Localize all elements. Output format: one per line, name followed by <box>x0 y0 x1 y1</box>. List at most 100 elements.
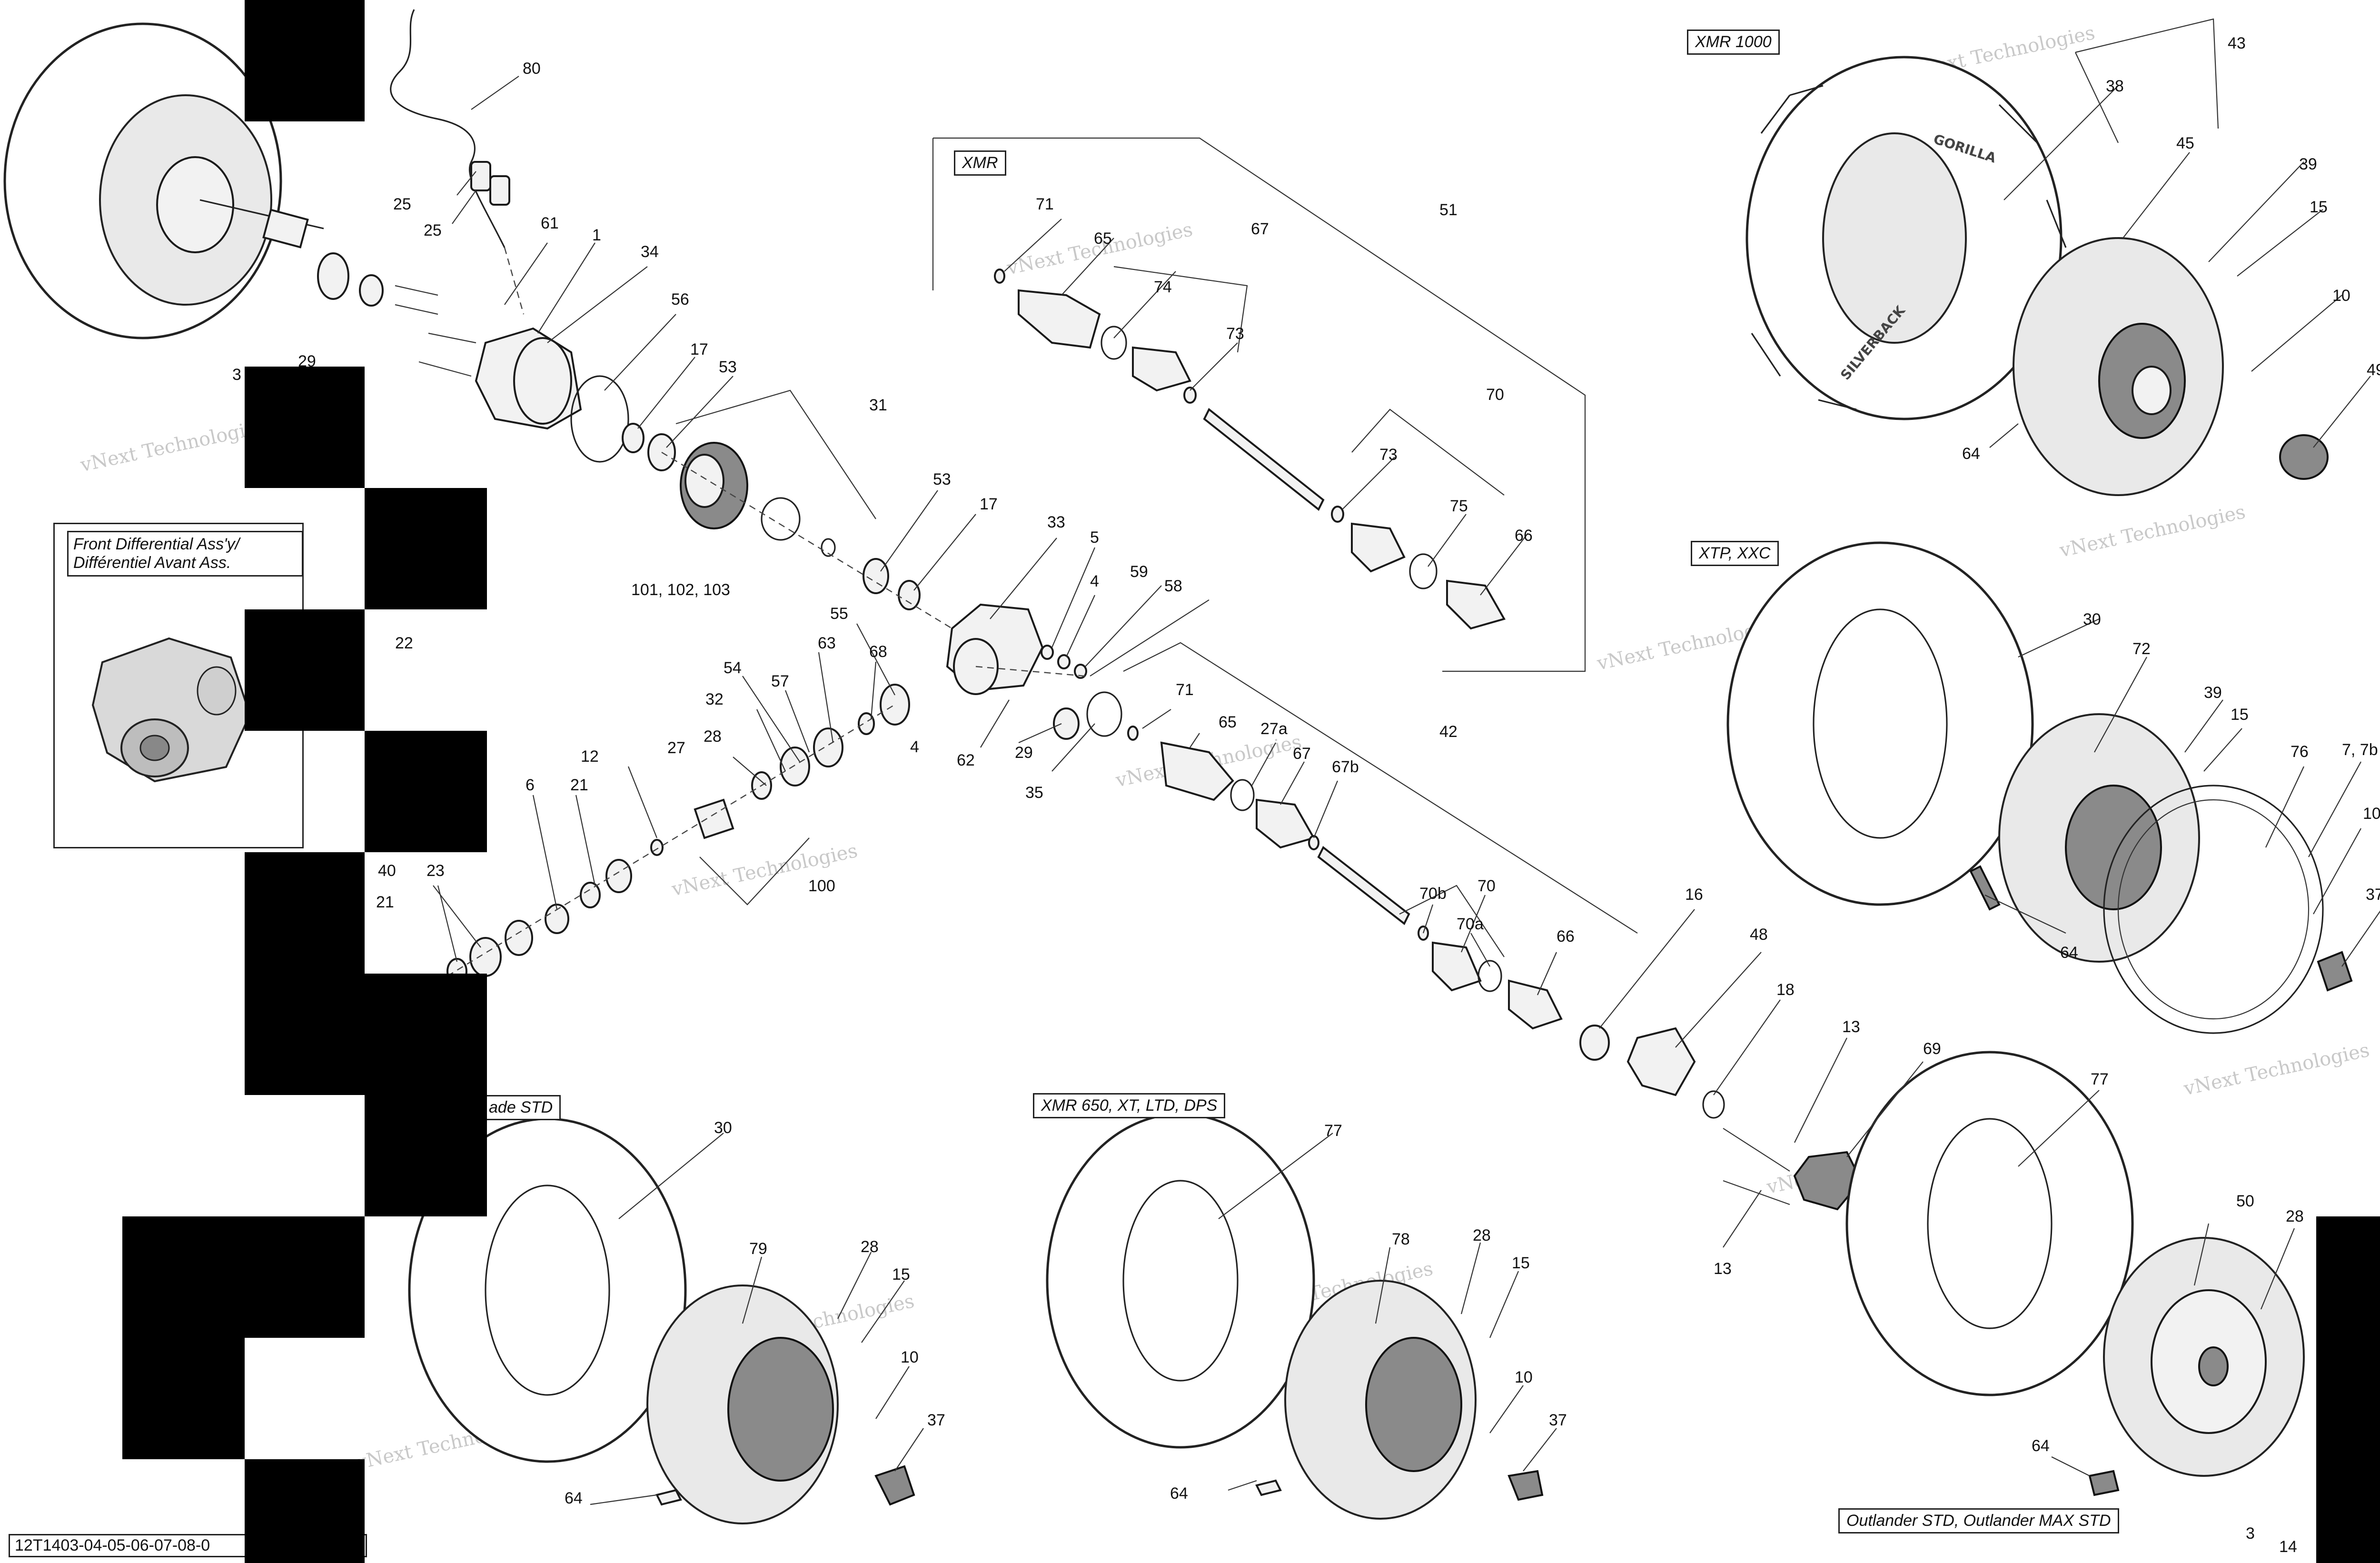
callout-15d: 15 <box>1512 1254 1530 1272</box>
watermark-text: vNext Technologies <box>78 416 268 477</box>
occlusion-block <box>365 731 487 852</box>
callout-51: 51 <box>1439 201 1458 219</box>
callout-21: 6 <box>526 776 535 794</box>
callout-100: 100 <box>808 877 835 895</box>
callout-70b: 70b <box>1419 885 1447 903</box>
callout-66-xmr: 66 <box>1515 527 1533 545</box>
callout-13b: 13 <box>1714 1260 1732 1278</box>
callout-62: 62 <box>957 751 975 769</box>
front-diff-title: Front Differential Ass'y/ Différentiel A… <box>67 531 303 577</box>
xmr650-wheel <box>1046 1113 1544 1520</box>
occlusion-block <box>122 1338 245 1459</box>
xtp-xxc-wheel <box>1726 541 2353 1034</box>
callout-64e: 64 <box>2032 1437 2050 1455</box>
callout-64b: 64 <box>2060 944 2078 962</box>
watermark-text: vNext Technologies <box>2182 1039 2371 1100</box>
occlusion-block <box>245 367 365 488</box>
occlusion-block <box>245 974 487 1095</box>
callout-59: 59 <box>1130 563 1148 581</box>
callout-3b: 3 <box>2246 1524 2255 1543</box>
callout-39b: 39 <box>2204 684 2222 702</box>
callout-77: 77 <box>1324 1122 1342 1140</box>
center-shaft-explosion <box>1123 642 1863 1211</box>
callout-numbers: 80 25 25 61 1 34 56 17 53 31 101, 102, 1… <box>232 34 2380 1556</box>
callout-30: 30 <box>2083 610 2101 628</box>
callout-43: 43 <box>2228 34 2246 52</box>
callout-29b: 29 <box>1015 744 1033 762</box>
callout-28c: 28 <box>1473 1226 1491 1244</box>
callout-66: 66 <box>1557 927 1575 946</box>
callout-50: 50 <box>2236 1192 2254 1210</box>
callout-15b: 15 <box>2231 706 2249 724</box>
callout-73b: 73 <box>1379 446 1398 464</box>
callout-12: 12 <box>581 747 599 766</box>
callout-27a: 27a <box>1260 720 1288 738</box>
callout-6: 21 <box>570 776 588 794</box>
callout-27: 27 <box>667 739 685 757</box>
callout-64d: 64 <box>1170 1484 1188 1503</box>
callout-64c: 64 <box>565 1489 583 1507</box>
xmr1000-wheel: GORILLA SILVERBACK <box>1745 18 2329 496</box>
occlusion-block <box>365 1095 487 1216</box>
callout-34: 34 <box>641 243 659 261</box>
callout-33: 33 <box>1047 513 1065 531</box>
callout-15: 15 <box>2310 198 2328 216</box>
callout-61: 61 <box>541 214 559 232</box>
callout-65-xmr: 65 <box>1094 229 1112 248</box>
callout-53b: 53 <box>933 470 951 488</box>
occlusion-block <box>2316 1216 2380 1563</box>
callout-56: 56 <box>671 290 689 309</box>
callout-4: 4 <box>1090 572 1099 590</box>
callout-68: 68 <box>869 643 887 661</box>
callout-38: 38 <box>2106 77 2124 95</box>
wire-harness <box>390 9 510 248</box>
top-left-wheel <box>3 22 324 339</box>
callout-30b: 30 <box>714 1119 732 1137</box>
renegade-std-wheel <box>408 1117 915 1524</box>
callout-69: 69 <box>1923 1040 1941 1058</box>
callout-78: 78 <box>1392 1230 1410 1248</box>
callout-4b: 4 <box>910 738 919 756</box>
callout-28d: 28 <box>2286 1207 2304 1225</box>
callout-65: 65 <box>1219 713 1237 731</box>
occlusion-block <box>245 609 365 731</box>
callout-73: 73 <box>1226 325 1244 343</box>
callout-18: 18 <box>1776 981 1795 999</box>
callout-10d: 10 <box>1515 1368 1533 1386</box>
callout-64: 64 <box>1962 445 1980 463</box>
model-label-xmr1000: XMR 1000 <box>1687 30 1780 55</box>
callout-25: 25 <box>393 195 411 213</box>
callout-75: 75 <box>1450 497 1468 515</box>
callout-37: 37 <box>2366 886 2380 904</box>
callout-76: 76 <box>2291 743 2309 761</box>
callout-1: 1 <box>592 226 601 244</box>
callout-7-7b: 7, 7b <box>2342 741 2378 759</box>
callout-13: 13 <box>1842 1018 1860 1036</box>
callout-28b: 28 <box>861 1238 879 1256</box>
callout-10b: 10 <box>2363 805 2380 823</box>
outlander-std-wheel <box>1845 1051 2305 1496</box>
callout-39: 39 <box>2299 155 2317 173</box>
model-label-xtp-xxc: XTP, XXC <box>1691 541 1779 566</box>
model-label-outlander-std: Outlander STD, Outlander MAX STD <box>1838 1508 2119 1533</box>
watermark-text: vNext Technologies <box>2057 501 2247 562</box>
model-label-renegade-std: ade STD <box>481 1095 561 1120</box>
callout-16: 16 <box>1685 886 1703 904</box>
callout-71-xmr: 71 <box>1036 195 1054 213</box>
callout-37c: 37 <box>1549 1411 1567 1429</box>
callout-23: 23 <box>426 862 445 880</box>
callout-67-xmr: 67 <box>1251 220 1269 238</box>
callout-74: 74 <box>1154 278 1172 296</box>
occlusion-block <box>365 488 487 609</box>
callout-10c: 10 <box>901 1348 919 1366</box>
callout-55: 55 <box>830 605 848 623</box>
diagram-code-head: 12T1403-04-05-06-07-08-0 <box>15 1536 210 1554</box>
callout-3: 3 <box>232 366 241 384</box>
callout-21b: 21 <box>376 893 394 911</box>
callout-71: 71 <box>1176 681 1194 699</box>
callout-79: 79 <box>749 1240 767 1258</box>
callout-10: 10 <box>2332 287 2350 305</box>
callout-17b: 17 <box>980 495 998 513</box>
callout-28: 28 <box>704 727 722 746</box>
